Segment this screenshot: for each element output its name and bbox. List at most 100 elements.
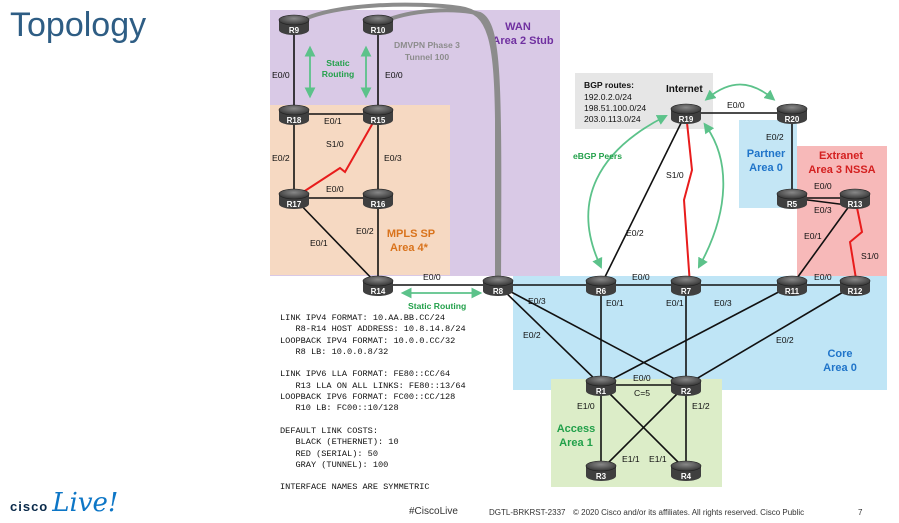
note-line: DEFAULT LINK COSTS: (280, 425, 378, 436)
cisco-wordmark: cisco (10, 499, 49, 514)
router-r16[interactable]: R16 (362, 188, 394, 209)
router-icon (670, 460, 702, 472)
router-r6[interactable]: R6 (585, 275, 617, 296)
router-icon (670, 275, 702, 287)
interface-label: E0/0 (385, 70, 403, 80)
interface-label: E0/3 (528, 296, 546, 306)
interface-label: E1/2 (692, 401, 710, 411)
router-label: R9 (289, 26, 300, 35)
interface-label: E0/0 (326, 184, 344, 194)
serial-links (293, 112, 864, 286)
router-label: R20 (785, 115, 800, 124)
session-id: DGTL-BRKRST-2337 (489, 508, 566, 517)
interface-label: E0/2 (356, 226, 374, 236)
router-label: R3 (596, 472, 607, 481)
interface-label: E0/1 (310, 238, 328, 248)
router-r4[interactable]: R4 (670, 460, 702, 481)
router-r7[interactable]: R7 (670, 275, 702, 296)
copyright: © 2020 Cisco and/or its affiliates. All … (573, 508, 805, 517)
router-label: R18 (287, 116, 302, 125)
interface-label: E0/1 (324, 116, 342, 126)
interface-label: E0/2 (766, 132, 784, 142)
router-r20[interactable]: R20 (776, 103, 808, 124)
router-r2[interactable]: R2 (670, 375, 702, 396)
router-r17[interactable]: R17 (278, 188, 310, 209)
note-line: LOOPBACK IPV4 FORMAT: 10.0.0.CC/32 (280, 335, 456, 346)
bgp-route: 198.51.100.0/24 (584, 103, 646, 113)
router-r15[interactable]: R15 (362, 104, 394, 125)
interface-label: E0/0 (814, 181, 832, 191)
router-label: R12 (848, 287, 863, 296)
note-line: R10 LB: FC00::10/128 (280, 403, 399, 414)
router-r12[interactable]: R12 (839, 275, 871, 296)
router-r9[interactable]: R9 (278, 14, 310, 35)
interface-label: E0/0 (633, 373, 651, 383)
router-r1[interactable]: R1 (585, 375, 617, 396)
interface-label: E1/1 (649, 454, 667, 464)
router-r8[interactable]: R8 (482, 275, 514, 296)
interface-label: S1/0 (861, 251, 879, 261)
interface-label: E0/2 (523, 330, 541, 340)
router-icon (362, 188, 394, 200)
note-line: LINK IPV4 FORMAT: 10.AA.BB.CC/24 (280, 313, 446, 323)
router-label: R8 (493, 287, 504, 296)
interface-label: E0/2 (776, 335, 794, 345)
note-line: R8 LB: 10.0.0.8/32 (280, 346, 389, 357)
live-wordmark: Live! (52, 488, 119, 518)
router-label: R15 (371, 116, 386, 125)
router-r13[interactable]: R13 (839, 188, 871, 209)
router-label: R19 (679, 115, 694, 124)
router-r11[interactable]: R11 (776, 275, 808, 296)
interface-label: C=5 (634, 388, 650, 398)
interface-label: S1/0 (326, 139, 344, 149)
router-r3[interactable]: R3 (585, 460, 617, 481)
router-icon (776, 103, 808, 115)
router-icon (776, 188, 808, 200)
router-label: R11 (785, 287, 800, 296)
static-routing-bottom-label: Static Routing (408, 301, 466, 311)
router-r14[interactable]: R14 (362, 275, 394, 296)
page-title: Topology (10, 6, 147, 44)
note-line: INTERFACE NAMES ARE SYMMETRIC (280, 482, 430, 493)
router-r19[interactable]: R19 (670, 103, 702, 124)
router-label: R16 (371, 200, 386, 209)
interface-label: E0/0 (814, 272, 832, 282)
note-line: LINK IPV6 LLA FORMAT: FE80::CC/64 (280, 369, 451, 380)
router-icon (362, 275, 394, 287)
router-icon (278, 188, 310, 200)
interface-label: E0/1 (606, 298, 624, 308)
interface-label: E0/0 (632, 272, 650, 282)
note-line: R8-R14 HOST ADDRESS: 10.8.14.8/24 (280, 324, 466, 335)
router-icon (670, 375, 702, 387)
router-label: R13 (848, 200, 863, 209)
router-r18[interactable]: R18 (278, 104, 310, 125)
interface-label: E0/3 (814, 205, 832, 215)
router-r10[interactable]: R10 (362, 14, 394, 35)
router-icon (670, 103, 702, 115)
router-icon (585, 375, 617, 387)
interface-label: E0/2 (272, 153, 290, 163)
note-line: GRAY (TUNNEL): 100 (280, 459, 389, 470)
bgp-route: 203.0.113.0/24 (584, 114, 641, 124)
addressing-notes: LINK IPV4 FORMAT: 10.AA.BB.CC/24 R8-R14 … (280, 313, 466, 494)
router-label: R4 (681, 472, 692, 481)
bgp-routes-title: BGP routes: (584, 80, 634, 90)
router-icon (362, 104, 394, 116)
interface-label: E1/1 (622, 454, 640, 464)
router-label: R10 (371, 26, 386, 35)
router-r5[interactable]: R5 (776, 188, 808, 209)
router-icon (278, 14, 310, 26)
interface-label: E0/1 (666, 298, 684, 308)
page-number: 7 (858, 508, 863, 517)
router-icon (585, 275, 617, 287)
interface-label: E0/0 (727, 100, 745, 110)
